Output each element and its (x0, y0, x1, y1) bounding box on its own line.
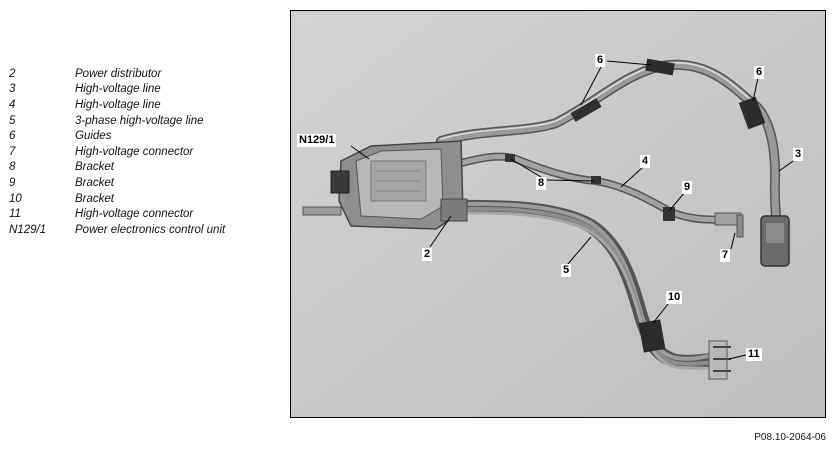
legend-num: 10 (9, 192, 22, 205)
callout-11: 11 (746, 348, 762, 361)
legend-row-7: 7 High-voltage connector (9, 144, 279, 160)
legend-text: High-voltage line (75, 83, 161, 96)
legend-row-5: 5 3-phase high-voltage line (9, 113, 279, 129)
connector-7 (714, 212, 744, 238)
legend-num: 7 (9, 145, 16, 158)
photo-frame: N129/1 2 3 4 5 6 6 7 8 9 10 11 (290, 10, 826, 418)
legend-text: High-voltage line (75, 98, 161, 111)
legend-row-6: 6 Guides (9, 128, 279, 144)
guide-6-a (570, 58, 675, 122)
legend-text: High-voltage connector (75, 208, 194, 221)
callout-6-b: 6 (754, 66, 765, 79)
guide-6-b (738, 96, 766, 130)
cable-3 (436, 59, 782, 246)
connector-3-end (760, 215, 790, 267)
legend-row-4: 4 High-voltage line (9, 97, 279, 113)
legend-text: Power distributor (75, 67, 162, 80)
legend-text: 3-phase high-voltage line (75, 114, 204, 127)
harness-illustration (291, 11, 825, 417)
callout-4: 4 (640, 155, 651, 168)
legend-num: 3 (9, 83, 16, 96)
cable-5 (449, 199, 723, 371)
callout-n129-1: N129/1 (297, 134, 337, 147)
callout-8: 8 (536, 177, 547, 190)
legend-text: Bracket (75, 192, 114, 205)
power-electronics-unit (302, 140, 468, 230)
legend-num: 6 (9, 130, 16, 143)
legend-row-8: 8 Bracket (9, 160, 279, 176)
reference-code: P08.10-2064-06 (754, 432, 826, 443)
legend-num: 8 (9, 161, 16, 174)
callout-6-a: 6 (595, 54, 606, 67)
legend-text: Guides (75, 130, 112, 143)
callout-9: 9 (682, 181, 693, 194)
callout-5: 5 (561, 264, 572, 277)
callout-7: 7 (720, 249, 731, 262)
legend-row-2: 2 Power distributor (9, 66, 279, 82)
bracket-9 (663, 207, 675, 221)
bracket-10 (638, 319, 666, 353)
legend-num: 9 (9, 176, 16, 189)
connector-11 (708, 340, 731, 380)
legend-num: 5 (9, 114, 16, 127)
callout-3: 3 (793, 148, 804, 161)
legend-text: Power electronics control unit (75, 223, 226, 236)
legend-text: Bracket (75, 161, 114, 174)
bracket-8 (505, 154, 601, 184)
callout-10: 10 (666, 291, 683, 304)
legend-text: High-voltage connector (75, 145, 194, 158)
legend-row-11: 11 High-voltage connector (9, 206, 279, 222)
legend-row-10: 10 Bracket (9, 191, 279, 207)
legend-num: 11 (9, 208, 21, 221)
legend-num: N129/1 (9, 223, 47, 236)
legend-num: 2 (9, 67, 16, 80)
legend-row-3: 3 High-voltage line (9, 82, 279, 98)
legend-row-9: 9 Bracket (9, 175, 279, 191)
legend-num: 4 (9, 98, 16, 111)
legend-row-n129: N129/1 Power electronics control unit (9, 222, 279, 238)
legend-text: Bracket (75, 176, 114, 189)
callout-2: 2 (422, 248, 433, 261)
